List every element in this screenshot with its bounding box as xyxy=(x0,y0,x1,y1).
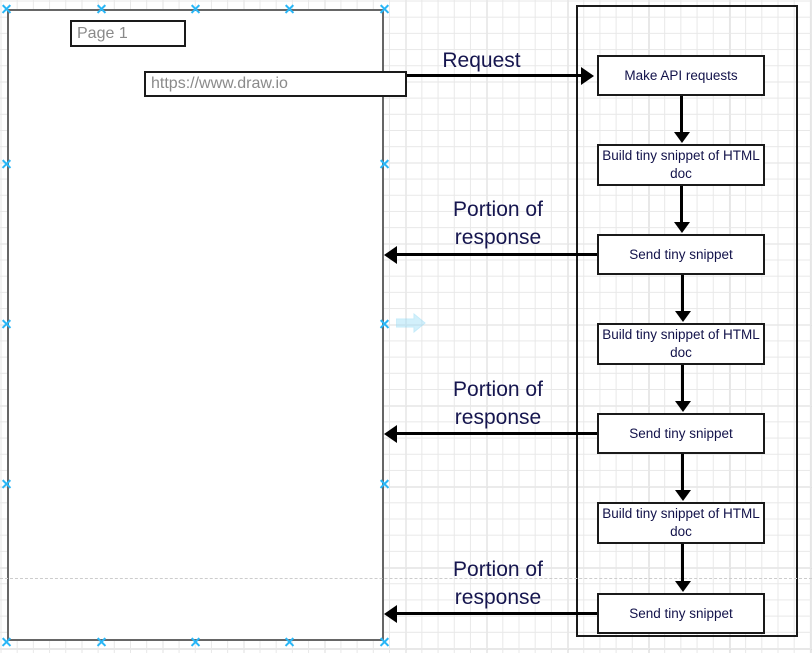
node-label: Send tiny snippet xyxy=(629,425,733,441)
url-bar-text: https://www.draw.io xyxy=(151,75,288,93)
directional-arrow-handle[interactable] xyxy=(395,312,426,334)
node-send-snippet-3[interactable]: Send tiny snippet xyxy=(597,593,765,634)
node-build-snippet-1[interactable]: Build tiny snippet of HTML doc xyxy=(597,144,765,186)
flow-arrow-4[interactable] xyxy=(681,365,684,403)
arrow-right-icon xyxy=(395,312,426,334)
page-label-text: Page 1 xyxy=(77,24,128,42)
node-build-snippet-2[interactable]: Build tiny snippet of HTML doc xyxy=(597,323,765,365)
page-label-box[interactable]: Page 1 xyxy=(70,20,186,47)
alignment-guide-line xyxy=(0,578,812,579)
node-label: Make API requests xyxy=(624,67,738,83)
response-label-3: Portion of response xyxy=(453,558,543,609)
node-label: Build tiny snippet of HTML doc xyxy=(602,148,760,181)
response-arrow-1[interactable] xyxy=(394,253,597,256)
flow-arrow-3[interactable] xyxy=(681,275,684,313)
node-label: Send tiny snippet xyxy=(629,605,733,621)
node-build-snippet-3[interactable]: Build tiny snippet of HTML doc xyxy=(597,502,765,544)
server-container-shape[interactable] xyxy=(576,5,798,637)
node-send-snippet-2[interactable]: Send tiny snippet xyxy=(597,413,765,454)
node-send-snippet-1[interactable]: Send tiny snippet xyxy=(597,234,765,275)
request-arrow[interactable] xyxy=(390,74,584,77)
node-make-api-requests[interactable]: Make API requests xyxy=(597,55,765,96)
node-label: Build tiny snippet of HTML doc xyxy=(602,506,760,539)
response-label-2: Portion of response xyxy=(453,378,543,429)
flow-arrow-6[interactable] xyxy=(681,544,684,583)
browser-window-shape[interactable] xyxy=(7,9,384,641)
node-label: Build tiny snippet of HTML doc xyxy=(602,327,760,360)
request-label: Request xyxy=(442,49,521,72)
response-arrow-2[interactable] xyxy=(394,432,597,435)
flow-arrow-5[interactable] xyxy=(681,454,684,492)
url-bar-box[interactable]: https://www.draw.io xyxy=(144,71,407,97)
flow-arrow-1[interactable] xyxy=(680,96,683,134)
flow-arrow-2[interactable] xyxy=(680,186,683,224)
node-label: Send tiny snippet xyxy=(629,246,733,262)
response-arrow-3[interactable] xyxy=(394,612,597,615)
response-label-1: Portion of response xyxy=(453,198,543,249)
